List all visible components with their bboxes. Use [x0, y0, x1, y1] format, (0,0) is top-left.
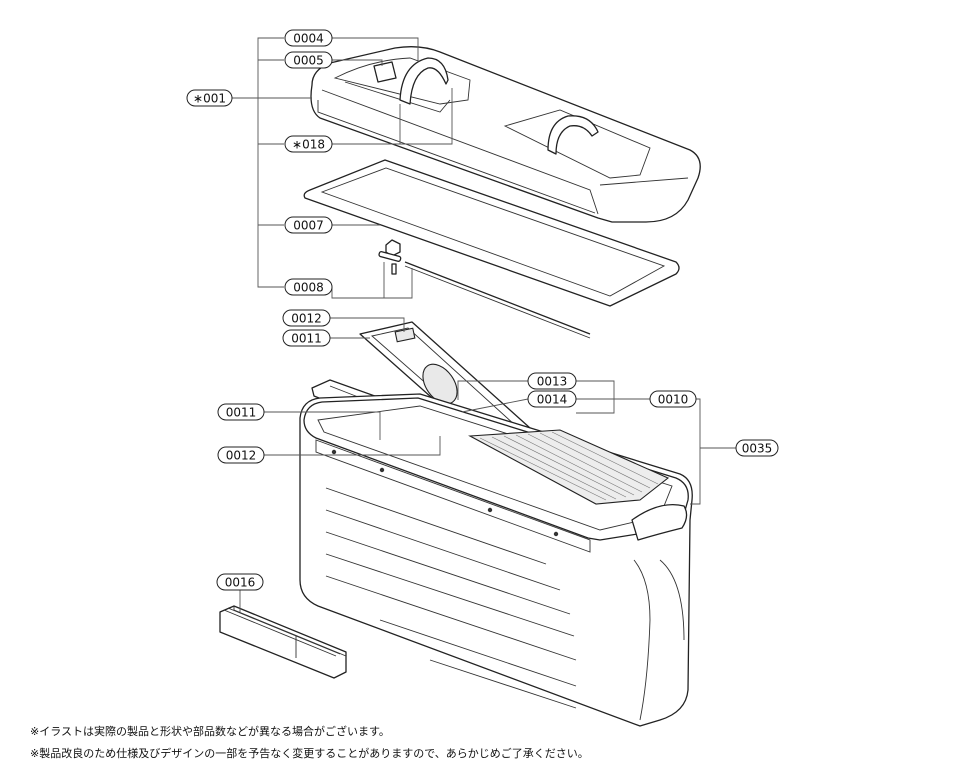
- part-label-0014: 0014: [527, 390, 577, 408]
- part-label-text: ∗001: [193, 92, 226, 106]
- clip-part: [373, 61, 397, 83]
- part-label-0012-lower: 0012: [217, 446, 265, 464]
- part-label-0012-top: 0012: [282, 309, 331, 327]
- part-label-text: 0007: [293, 219, 324, 233]
- part-label-text: 0012: [291, 312, 322, 326]
- part-label-001: ∗001: [186, 89, 233, 107]
- part-label-text: 0011: [226, 406, 257, 420]
- part-label-0016: 0016: [216, 573, 264, 591]
- gasket-part: [303, 159, 680, 307]
- part-label-text: 0013: [537, 375, 568, 389]
- part-label-text: 0014: [537, 393, 568, 407]
- part-label-text: 0004: [293, 32, 324, 46]
- part-label-0011-lower: 0011: [217, 403, 265, 421]
- leader-lines: [232, 37, 736, 612]
- ice-pack-part: [219, 605, 347, 679]
- part-label-text: 0035: [742, 442, 773, 456]
- part-label-text: 0008: [293, 281, 324, 295]
- part-label-0035: 0035: [735, 439, 779, 457]
- footnote-illustration-disclaimer: ※イラストは実際の製品と形状や部品数などが異なる場合がございます。: [30, 725, 390, 738]
- cooler-body-part: [299, 393, 693, 727]
- hinge-pin-part: [378, 239, 591, 339]
- part-label-text: 0016: [225, 576, 256, 590]
- part-label-0005: 0005: [284, 51, 333, 69]
- part-label-0007: 0007: [284, 216, 333, 234]
- part-label-text: 0010: [658, 393, 689, 407]
- part-label-0011-top: 0011: [282, 329, 331, 347]
- part-label-text: 0012: [226, 449, 257, 463]
- inner-lid-part: [359, 321, 531, 445]
- part-label-0004: 0004: [284, 29, 333, 47]
- part-label-text: 0005: [293, 54, 324, 68]
- part-label-018: ∗018: [284, 135, 333, 153]
- part-label-0008: 0008: [284, 278, 333, 296]
- part-label-0013: 0013: [527, 372, 577, 390]
- part-label-text: ∗018: [292, 138, 325, 152]
- footnotes: ※イラストは実際の製品と形状や部品数などが異なる場合がございます。 ※製品改良の…: [30, 721, 589, 765]
- part-label-text: 0011: [291, 332, 322, 346]
- footnote-spec-change-notice: ※製品改良のため仕様及びデザインの一部を予告なく変更することがありますので、あら…: [30, 747, 589, 760]
- handle-part: [399, 57, 599, 155]
- part-label-0010: 0010: [649, 390, 697, 408]
